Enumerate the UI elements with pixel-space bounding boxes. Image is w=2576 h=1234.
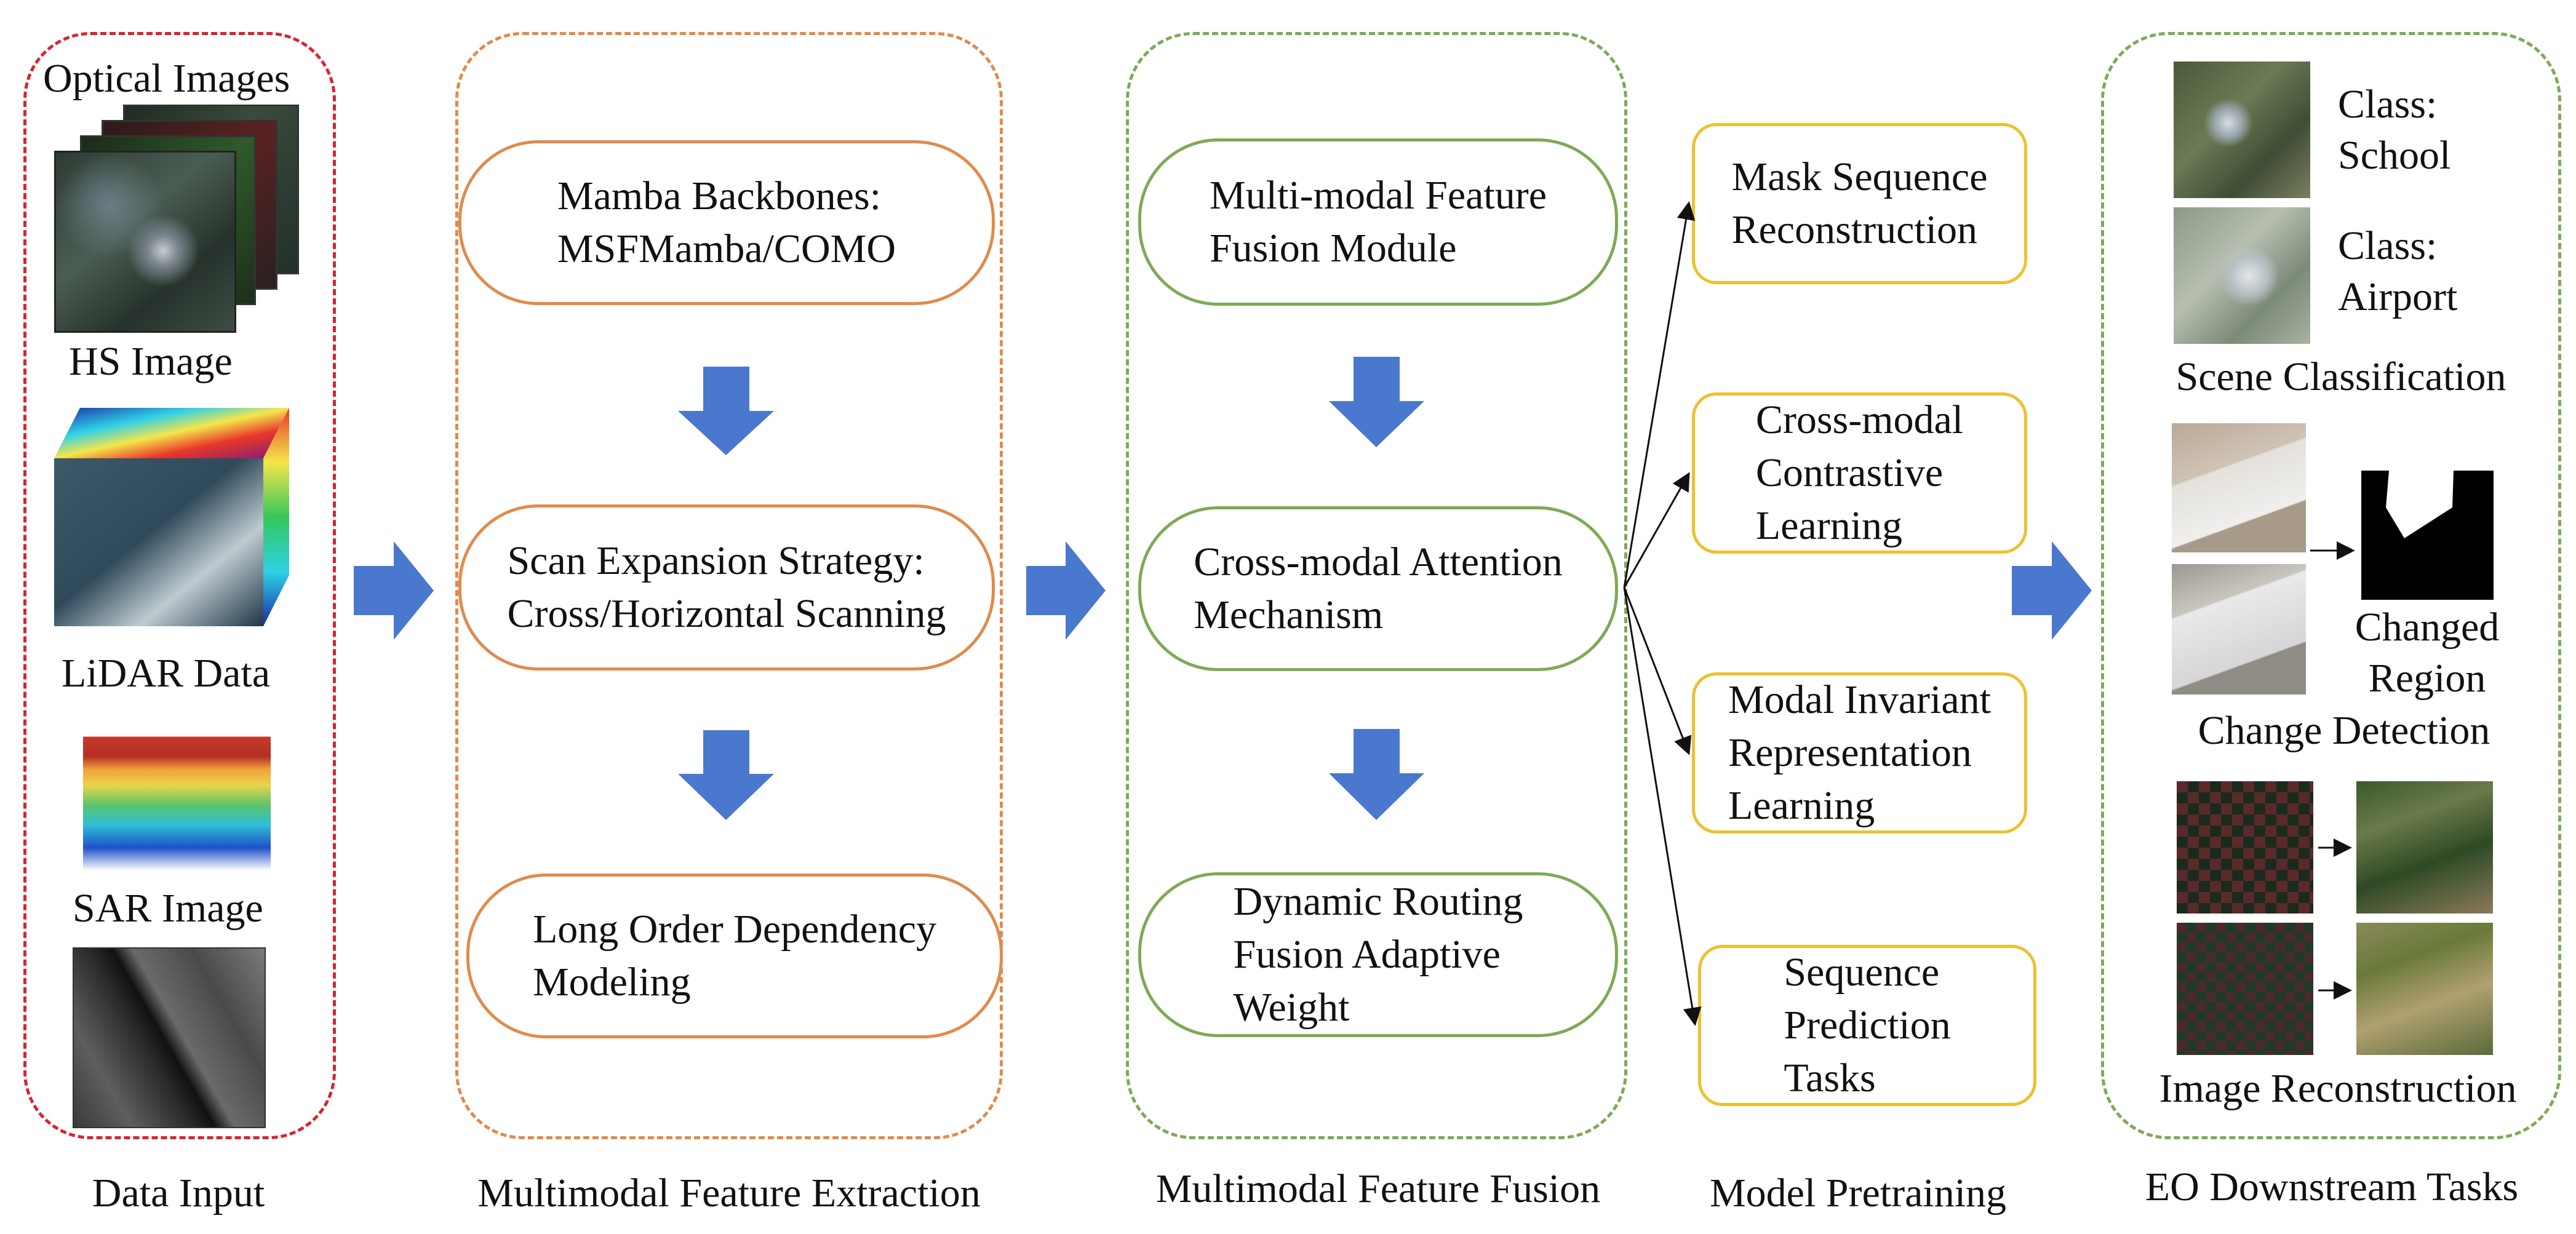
sar-image	[73, 947, 266, 1128]
change-after-image	[2172, 564, 2306, 695]
arrow-to-mask	[1623, 201, 1696, 588]
cross-modal-attention-node: Cross-modal Attention Mechanism	[1138, 506, 1618, 671]
arrow-attention-to-routing	[1329, 729, 1424, 820]
mamba-backbones-node: Mamba Backbones: MSFMamba/COMO	[458, 140, 995, 305]
scan-expansion-node: Scan Expansion Strategy: Cross/Horizonta…	[458, 504, 995, 671]
changed-region-mask	[2361, 471, 2494, 600]
modal-invariant-learning-node: Modal Invariant Representation Learning	[1692, 672, 2027, 834]
sequence-prediction-tasks-node: Sequence Prediction Tasks	[1698, 945, 2036, 1106]
downstream-tasks-group	[2101, 32, 2561, 1139]
changed-region-label-line2: Region	[2368, 656, 2486, 701]
reconstruction-masked-image-2	[2177, 923, 2313, 1055]
arrow-module-to-attention	[1329, 357, 1424, 447]
school-scene-image	[2174, 62, 2310, 198]
multimodal-fusion-module-node: Multi-modal Feature Fusion Module	[1138, 138, 1618, 306]
section-data-input: Data Input	[92, 1171, 265, 1216]
airport-class-value: Airport	[2338, 274, 2458, 319]
airport-class-label: Class:	[2338, 223, 2438, 268]
arrow-to-sequence	[1623, 587, 1702, 1026]
image-reconstruction-label: Image Reconstruction	[2159, 1066, 2517, 1111]
change-before-image	[2172, 423, 2306, 552]
hs-image-label: HS Image	[69, 339, 233, 384]
change-detection-label: Change Detection	[2198, 708, 2490, 753]
changed-region-label-line1: Changed	[2355, 605, 2500, 650]
arrow-scan-to-long-order	[678, 730, 774, 820]
feature-extraction-group	[455, 32, 1003, 1139]
lidar-image	[83, 707, 271, 870]
arrow-extraction-to-fusion	[1026, 541, 1106, 640]
mask-sequence-reconstruction-node: Mask Sequence Reconstruction	[1692, 123, 2027, 284]
arrow-input-to-extraction	[354, 541, 434, 640]
sar-image-label: SAR Image	[73, 886, 263, 931]
reconstruction-output-image-1	[2356, 781, 2493, 914]
reconstruction-masked-image-1	[2177, 781, 2313, 914]
section-downstream-tasks: EO Downstream Tasks	[2145, 1164, 2519, 1209]
reconstruction-output-image-2	[2356, 923, 2493, 1055]
section-feature-extraction: Multimodal Feature Extraction	[477, 1171, 981, 1216]
airport-scene-image	[2174, 207, 2310, 344]
school-class-value: School	[2338, 133, 2451, 178]
school-class-label: Class:	[2338, 82, 2438, 127]
optical-images-label: Optical Images	[43, 56, 290, 101]
arrow-to-invariant	[1623, 587, 1692, 755]
changed-region-shape	[2386, 471, 2454, 538]
scene-classification-label: Scene Classification	[2175, 354, 2506, 399]
data-input-group	[23, 32, 336, 1139]
dynamic-routing-node: Dynamic Routing Fusion Adaptive Weight	[1138, 872, 1618, 1037]
arrow-pretraining-to-downstream	[2012, 541, 2092, 640]
cross-modal-contrastive-learning-node: Cross-modal Contrastive Learning	[1692, 392, 2027, 554]
arrow-backbones-to-scan	[678, 367, 774, 455]
section-model-pretraining: Model Pretraining	[1709, 1171, 2007, 1216]
optical-image	[54, 151, 236, 333]
arrow-to-contrastive	[1623, 472, 1690, 588]
long-order-dependency-node: Long Order Dependency Modeling	[466, 874, 1003, 1038]
lidar-data-label: LiDAR Data	[62, 651, 271, 696]
section-feature-fusion: Multimodal Feature Fusion	[1155, 1166, 1601, 1211]
